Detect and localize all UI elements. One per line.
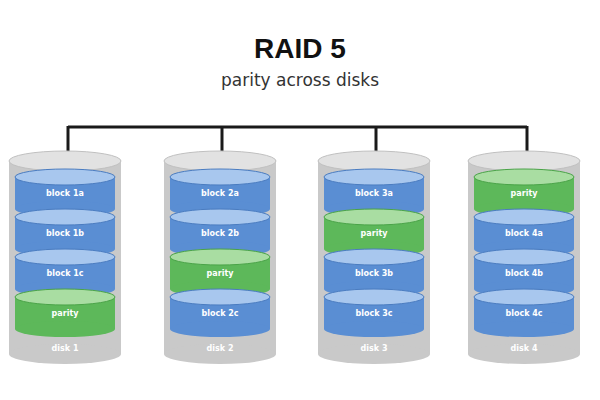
data-block: block 4c xyxy=(473,288,575,338)
data-block: block 2c xyxy=(169,288,271,338)
disk-node: disk 4 parity block 4a block 4b block 4c xyxy=(467,150,581,366)
disk-label: disk 2 xyxy=(163,344,277,353)
disk-base xyxy=(318,344,430,364)
disk-base xyxy=(9,344,121,364)
disk-node: disk 2 block 2a block 2b parity block 2c xyxy=(163,150,277,366)
band-bottom xyxy=(474,321,574,337)
block-label: block 4b xyxy=(473,264,575,284)
data-block: block 3c xyxy=(323,288,425,338)
diagram-title: RAID 5 xyxy=(0,33,600,65)
disk-body xyxy=(468,160,580,354)
block-label: parity xyxy=(169,264,271,284)
block-label: block 4c xyxy=(473,304,575,324)
band-top xyxy=(15,249,115,265)
disk-top xyxy=(164,151,276,171)
band-top xyxy=(324,289,424,305)
block-label: block 1b xyxy=(14,224,116,244)
disk-body xyxy=(318,160,430,354)
block-label: parity xyxy=(473,184,575,204)
disk-label: disk 3 xyxy=(317,344,431,353)
disk-top xyxy=(468,151,580,171)
band-top xyxy=(170,249,270,265)
block-label: block 2c xyxy=(169,304,271,324)
disk-base xyxy=(164,344,276,364)
disk-node: disk 3 block 3a parity block 3b block 3c xyxy=(317,150,431,366)
block-label: block 3b xyxy=(323,264,425,284)
bus-line xyxy=(68,126,527,129)
band-top xyxy=(170,289,270,305)
band-top xyxy=(474,289,574,305)
band-top xyxy=(15,289,115,305)
band-top xyxy=(324,209,424,225)
block-label: block 2b xyxy=(169,224,271,244)
band-top xyxy=(15,169,115,185)
band-top xyxy=(324,249,424,265)
block-label: block 1c xyxy=(14,264,116,284)
band-bottom xyxy=(324,321,424,337)
parity-block: parity xyxy=(14,288,116,338)
block-label: parity xyxy=(14,304,116,324)
disk-label: disk 1 xyxy=(8,344,122,353)
diagram-subtitle: parity across disks xyxy=(0,70,600,90)
band-top xyxy=(474,169,574,185)
band-bottom xyxy=(15,321,115,337)
band-top xyxy=(15,209,115,225)
block-label: block 3c xyxy=(323,304,425,324)
disk-body xyxy=(9,160,121,354)
block-label: block 1a xyxy=(14,184,116,204)
disk-node: disk 1 block 1a block 1b block 1c parity xyxy=(8,150,122,366)
disk-body xyxy=(164,160,276,354)
band-bottom xyxy=(170,321,270,337)
disk-label: disk 4 xyxy=(467,344,581,353)
block-label: block 3a xyxy=(323,184,425,204)
band-top xyxy=(474,209,574,225)
disk-top xyxy=(9,151,121,171)
disk-top xyxy=(318,151,430,171)
block-label: block 4a xyxy=(473,224,575,244)
band-top xyxy=(474,249,574,265)
band-top xyxy=(170,169,270,185)
block-label: block 2a xyxy=(169,184,271,204)
band-top xyxy=(170,209,270,225)
block-label: parity xyxy=(323,224,425,244)
band-top xyxy=(324,169,424,185)
disk-base xyxy=(468,344,580,364)
